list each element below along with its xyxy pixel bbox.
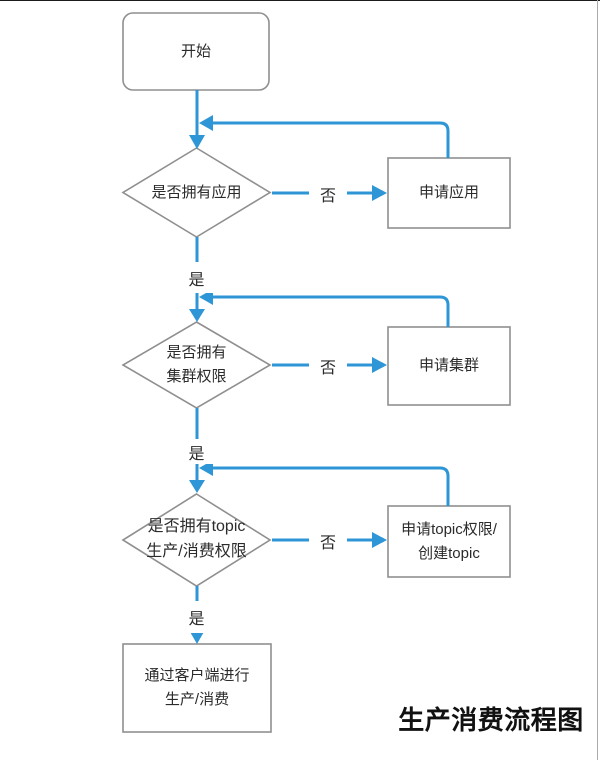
arrowhead-into-apply-topic [372, 532, 387, 548]
edge-label-yes-cluster: 是 [178, 439, 215, 464]
apply-cluster-shape [387, 326, 511, 406]
arrowhead-into-produce-consume [189, 630, 205, 644]
connector-apply-topic-feedback [213, 466, 450, 506]
edge-label-no-app: 否 [309, 180, 347, 207]
right-edge-line [597, 0, 598, 760]
arrowhead-apply-app-feedback [199, 115, 213, 131]
decision-topic-shape [121, 493, 272, 587]
edge-label-yes-topic: 是 [178, 601, 215, 633]
arrowhead-into-topic-check [189, 480, 205, 493]
top-edge-line [0, 0, 600, 1]
apply-app-shape [387, 157, 511, 229]
diagram-title: 生产消费流程图 [398, 704, 584, 735]
edge-label-yes-app: 是 [178, 262, 215, 293]
apply-topic-shape [387, 505, 511, 578]
arrowhead-into-app-check [189, 135, 205, 149]
arrowhead-into-apply-cluster [372, 357, 387, 373]
arrowhead-into-cluster-check [189, 309, 205, 322]
connector-apply-cluster-feedback [213, 295, 450, 327]
arrowhead-into-apply-app [372, 185, 387, 201]
produce-consume-shape [122, 643, 272, 733]
edge-label-no-cluster: 否 [309, 352, 347, 379]
start-node-shape [122, 12, 270, 91]
arrowhead-apply-topic-feedback [199, 460, 213, 476]
decision-app-shape [121, 147, 272, 238]
edge-label-no-topic: 否 [309, 527, 347, 554]
arrowhead-apply-cluster-feedback [199, 289, 213, 305]
decision-cluster-shape [121, 321, 272, 409]
connector-apply-app-feedback [213, 121, 450, 158]
